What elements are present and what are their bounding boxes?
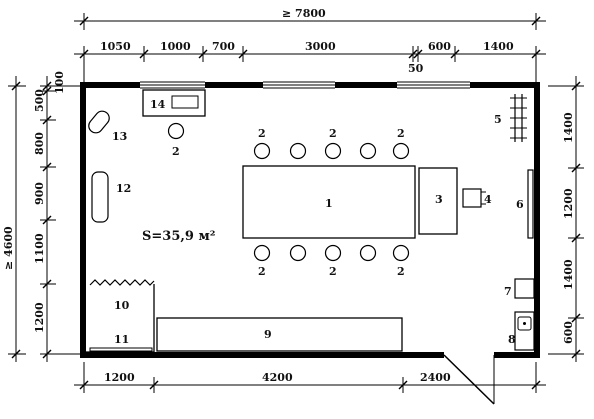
window-2	[263, 81, 335, 89]
label-4: 4	[484, 193, 492, 206]
cabinet-7: 7	[504, 278, 535, 299]
right-seg-2: 1200	[562, 188, 575, 219]
left-seg-900: 900	[33, 182, 46, 205]
right-seg-4: 600	[562, 321, 575, 344]
left-overall-label: ≥ 4600	[2, 226, 15, 270]
label-7: 7	[504, 285, 512, 298]
label-2-top-b: 2	[329, 127, 337, 140]
label-5: 5	[494, 113, 502, 126]
label-10: 10	[114, 299, 130, 312]
label-12: 12	[116, 182, 131, 195]
top-seg-4: 3000	[305, 40, 336, 53]
area-label: S=35,9 м²	[142, 229, 215, 244]
label-2-top-c: 2	[397, 127, 405, 140]
label-2-bottom-c: 2	[397, 265, 405, 278]
top-seg-1: 1050	[100, 40, 131, 53]
label-1: 1	[325, 197, 333, 210]
label-8: 8	[508, 333, 516, 346]
desk-14: 14	[142, 89, 206, 117]
chairs-top: 2 2 2	[253, 127, 410, 160]
left-seg-500: 500	[33, 89, 46, 112]
bottom-seg-2: 4200	[262, 371, 293, 384]
top-seg-5: 600	[428, 40, 451, 53]
counter-9: 9	[156, 317, 403, 352]
top-overall-label: ≥ 7800	[282, 7, 326, 20]
top-segment-dimensions: 1050 1000 700 3000 600 1400 50	[74, 40, 546, 85]
bottom-seg-1: 1200	[104, 371, 135, 384]
label-2-top-a: 2	[258, 127, 266, 140]
tribune-3: 3	[418, 167, 458, 235]
label-2-desk: 2	[172, 145, 180, 158]
bottom-seg-3: 2400	[420, 371, 451, 384]
label-14: 14	[150, 98, 166, 111]
right-segment-dimensions: 1400 1200 1400 600	[548, 76, 584, 362]
chairs-bottom: 2 2 2	[253, 244, 410, 278]
top-seg-2: 1000	[160, 40, 191, 53]
left-overall-dimension: ≥ 4600	[2, 76, 26, 362]
label-6: 6	[516, 198, 524, 211]
label-2-bottom-a: 2	[258, 265, 266, 278]
cabinet-10: 10	[86, 279, 155, 353]
label-3: 3	[435, 193, 443, 206]
cabinet-11: 11	[89, 333, 153, 352]
sink-8: 8	[508, 311, 535, 351]
left-seg-1200: 1200	[33, 302, 46, 333]
board-6: 6	[516, 169, 534, 239]
label-11: 11	[114, 333, 129, 346]
right-seg-3: 1400	[562, 259, 575, 290]
table-1: 1	[242, 165, 416, 239]
window-3	[397, 81, 470, 89]
stand-12: 12	[91, 171, 131, 223]
top-seg-3: 700	[212, 40, 235, 53]
screen-stand-4: 4	[462, 188, 492, 208]
label-9: 9	[264, 328, 272, 341]
right-seg-1: 1400	[562, 112, 575, 143]
left-seg-1100: 1100	[33, 233, 46, 264]
chair-desk	[167, 122, 185, 140]
top-overall-dimension: ≥ 7800	[74, 7, 546, 30]
left-seg-800: 800	[33, 132, 46, 155]
label-2-bottom-b: 2	[329, 265, 337, 278]
room-walls	[80, 82, 540, 358]
windows	[140, 81, 470, 89]
label-13: 13	[112, 130, 127, 143]
bottom-segment-dimensions: 1200 4200 2400	[74, 362, 546, 393]
coat-rack-5: 5	[494, 94, 527, 142]
stand-13: 13	[88, 110, 127, 143]
left-segment-dimensions: 100 500 800 900 1100 1200	[33, 71, 84, 362]
left-seg-100: 100	[53, 71, 66, 94]
door	[443, 354, 495, 405]
window-1	[140, 81, 205, 89]
top-seg-6: 1400	[483, 40, 514, 53]
top-small-dim: 50	[408, 62, 424, 75]
